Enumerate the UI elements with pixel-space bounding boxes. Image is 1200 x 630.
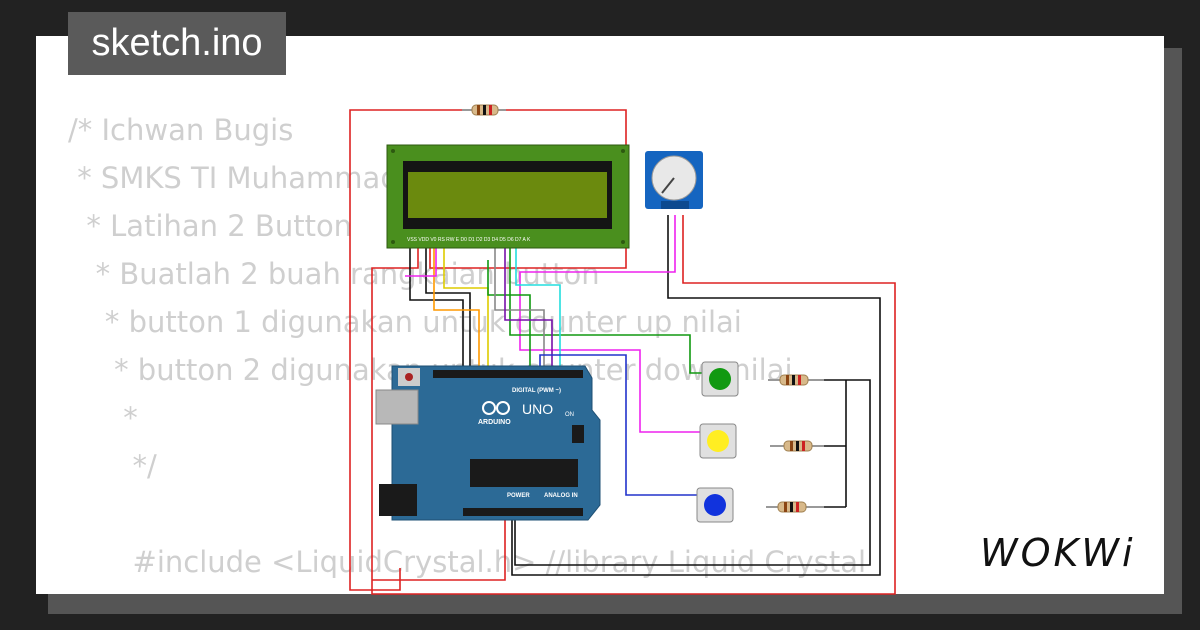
arduino-uno[interactable]: UNO ARDUINO DIGITAL (PWM ~) POWER ANALOG…	[375, 365, 601, 521]
wire-black	[425, 243, 471, 368]
analog-label: ANALOG IN	[544, 493, 578, 499]
wire-green	[487, 260, 531, 368]
lcd-display[interactable]: VSS VDD V0 RS RW E D0 D1 D2 D3 D4 D5 D6 …	[386, 144, 630, 249]
wire-green	[509, 243, 702, 374]
wire-orange	[433, 243, 480, 368]
push-button-green[interactable]	[701, 361, 739, 397]
code-line: * Latihan 2 Button	[68, 209, 353, 243]
on-label: ON	[565, 412, 574, 418]
digital-label: DIGITAL (PWM ~)	[512, 388, 561, 394]
wokwi-logo: WOKWi	[980, 531, 1136, 575]
wire-black	[511, 215, 881, 576]
arduino-brand: ARDUINO	[478, 419, 511, 426]
resistor[interactable]	[462, 104, 506, 116]
resistor[interactable]	[770, 440, 824, 452]
lcd-pin-labels: VSS VDD V0 RS RW E D0 D1 D2 D3 D4 D5 D6 …	[407, 237, 531, 243]
wire-red	[429, 109, 627, 269]
wire-magenta	[519, 215, 700, 433]
push-button-yellow[interactable]	[699, 423, 737, 459]
wire-black	[409, 243, 464, 368]
code-line: #include <LiquidCrystal.h> //library Liq…	[68, 545, 867, 579]
file-name-tab[interactable]: sketch.ino	[68, 12, 286, 75]
wires	[349, 109, 896, 595]
wire-gray	[494, 243, 545, 368]
wire-magenta	[405, 243, 437, 277]
code-line: *	[68, 401, 138, 435]
push-button-blue[interactable]	[696, 487, 734, 523]
wire-cyan	[515, 243, 561, 368]
code-line: /* Ichwan Bugis	[68, 113, 294, 147]
code-line: */	[68, 449, 157, 483]
arduino-model: UNO	[522, 401, 553, 417]
power-label: POWER	[507, 493, 530, 499]
resistor[interactable]	[766, 501, 824, 513]
code-line: * button 1 digunakan untuk counter up ni…	[68, 305, 742, 339]
preview-card: /* Ichwan Bugis * SMKS TI Muhammadiyah C…	[36, 36, 1164, 594]
wire-yellow	[443, 243, 489, 368]
wire-purple	[504, 243, 553, 368]
resistor[interactable]	[768, 374, 824, 386]
wire-blue	[539, 354, 700, 496]
code-line: * Buatlah 2 buah rangkaian button	[68, 257, 600, 291]
infinity-logo-icon	[482, 401, 510, 415]
wire-red	[349, 109, 462, 591]
wire-red	[372, 512, 506, 581]
potentiometer[interactable]	[645, 151, 703, 209]
wokwi-logo-text: WOKWi	[980, 531, 1136, 575]
wire-black	[514, 379, 871, 566]
